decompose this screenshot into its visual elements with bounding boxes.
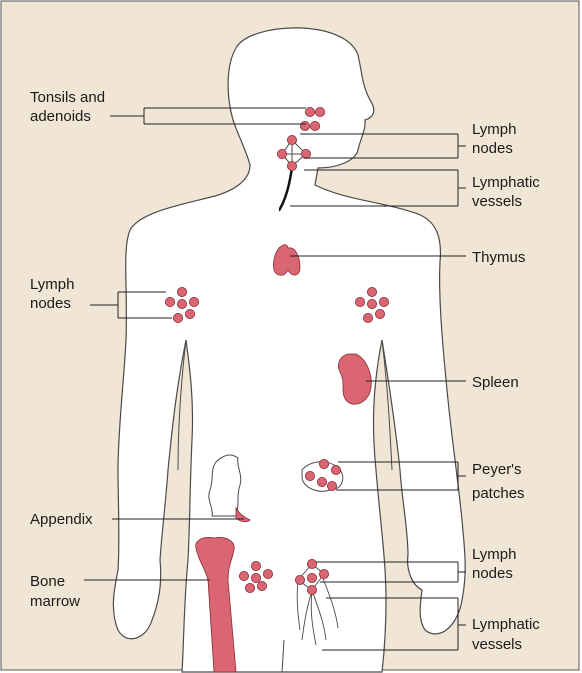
lymph-node — [299, 121, 310, 132]
leader-lines — [84, 107, 466, 651]
lymph-node — [316, 476, 327, 487]
lymph-node — [366, 286, 377, 297]
label-lymphatic-vessels-leg-line1: Lymphatic — [472, 616, 540, 633]
body-silhouette — [112, 27, 466, 673]
leg-split — [281, 639, 285, 673]
lymph-node — [374, 308, 385, 319]
lymph-node — [176, 298, 187, 309]
label-appendix: Appendix — [30, 511, 93, 528]
label-thymus: Thymus — [472, 249, 525, 266]
label-lymph-nodes-neck-line1: Lymph — [472, 121, 516, 138]
lymph-node — [294, 575, 305, 586]
appendix-shape — [235, 506, 251, 523]
lymph-node — [304, 107, 315, 118]
neck-lymphatic-vessel — [278, 167, 294, 212]
lymph-node — [354, 296, 365, 307]
label-peyers-line1: Peyer's — [472, 461, 522, 478]
lymph-node — [306, 585, 317, 596]
lymph-node — [250, 573, 261, 584]
label-lymphatic-vessels-leg-line2: vessels — [472, 636, 522, 653]
label-lymphatic-vessels-neck-line2: vessels — [472, 193, 522, 210]
lymph-node — [250, 561, 261, 572]
lymph-node — [314, 107, 325, 118]
label-tonsils-line1: Tonsils and — [30, 89, 105, 106]
right-arm-gap — [381, 339, 393, 471]
leader-lymph-nodes-groin — [316, 561, 466, 583]
lymph-node — [238, 571, 249, 582]
lymph-node — [276, 148, 287, 159]
lymph-node — [318, 569, 329, 580]
lymph-node — [362, 312, 373, 323]
lymph-node — [306, 573, 317, 584]
lymph-node — [256, 581, 267, 592]
lymph-node — [318, 458, 329, 469]
label-bone-marrow-line1: Bone — [30, 573, 65, 590]
leader-lymphatic-vessels-neck — [290, 169, 466, 207]
label-lymph-nodes-armpit-line2: nodes — [30, 295, 71, 312]
label-lymph-nodes-neck-line2: nodes — [472, 140, 513, 157]
label-lymph-nodes-groin-line2: nodes — [472, 565, 513, 582]
lymph-node — [244, 583, 255, 594]
lymph-node — [306, 559, 317, 570]
large-intestine-outline — [208, 454, 242, 517]
lymph-node — [286, 160, 297, 171]
label-lymph-nodes-armpit-line1: Lymph — [30, 276, 74, 293]
lymph-node — [326, 480, 337, 491]
lymph-node — [164, 296, 175, 307]
lymph-node — [172, 312, 183, 323]
lymph-node — [188, 296, 199, 307]
lymph-node — [366, 298, 377, 309]
lymph-node — [330, 464, 341, 475]
label-tonsils-line2: adenoids — [30, 108, 91, 125]
lymph-node — [262, 569, 273, 580]
leader-peyers — [336, 461, 466, 491]
lymph-node — [300, 148, 311, 159]
leader-tonsils — [110, 107, 306, 125]
lymph-node — [286, 134, 297, 145]
lymph-node — [309, 121, 320, 132]
label-lymphatic-vessels-neck-line1: Lymphatic — [472, 174, 540, 191]
leader-lymph-nodes-neck — [300, 133, 466, 159]
spleen-shape — [338, 353, 372, 405]
label-lymph-nodes-groin-line1: Lymph — [472, 546, 516, 563]
leader-lymphatic-vessels-leg — [322, 597, 466, 651]
leader-lymph-nodes-armpit — [90, 291, 172, 319]
bone-marrow-femur — [195, 537, 237, 673]
left-arm-gap — [177, 339, 187, 471]
label-spleen: Spleen — [472, 374, 519, 391]
label-bone-marrow-line2: marrow — [30, 593, 80, 610]
label-peyers-line2: patches — [472, 485, 525, 502]
thymus-shape — [273, 244, 301, 276]
lymph-node — [184, 308, 195, 319]
lymph-node — [378, 296, 389, 307]
lymph-node — [304, 470, 315, 481]
lymph-node — [176, 286, 187, 297]
